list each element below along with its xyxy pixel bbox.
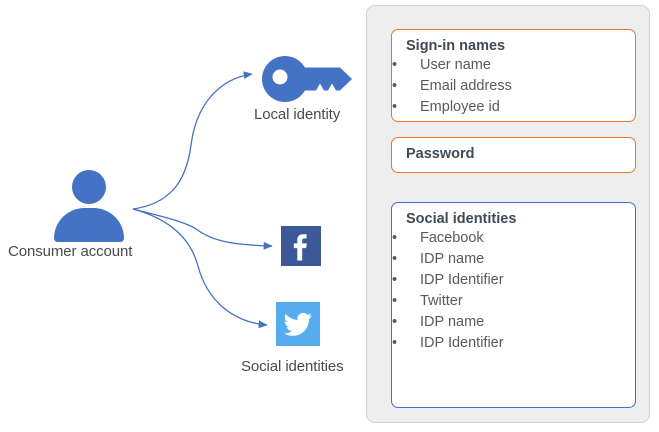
list-item-label: IDP Identifier <box>420 271 504 288</box>
key-icon-shape <box>262 56 352 102</box>
details-panel: Sign-in names • User name • Email addres… <box>366 5 650 423</box>
list-item: • Email address <box>392 76 635 97</box>
social-identities-box: Social identities • Facebook • IDP name … <box>391 202 636 408</box>
person-body-shape <box>54 208 124 242</box>
list-item: • Facebook <box>392 228 635 249</box>
diagram-canvas: Consumer account Local identity Social i… <box>8 56 358 375</box>
list-item: • IDP name <box>392 312 635 333</box>
twitter-bird-glyph <box>283 312 312 336</box>
bullet-icon: • <box>392 77 398 94</box>
list-item-label: IDP name <box>420 313 485 330</box>
list-item-label: Twitter <box>420 292 463 309</box>
social-identities-label: Social identities <box>241 358 344 375</box>
bullet-icon: • <box>392 292 398 309</box>
list-item: • Employee id <box>392 97 635 118</box>
facebook-icon <box>281 226 321 266</box>
consumer-account-label: Consumer account <box>8 243 133 260</box>
twitter-entry: • Twitter <box>392 291 635 312</box>
bullet-icon: • <box>392 250 398 267</box>
arrow-to-facebook <box>132 208 273 250</box>
sign-in-names-title: Sign-in names <box>406 38 506 54</box>
bullet-icon: • <box>392 229 398 246</box>
bullet-icon: • <box>392 334 398 351</box>
person-head-shape <box>72 170 106 204</box>
sign-in-names-list: • User name • Email address • Employee i… <box>392 55 635 118</box>
twitter-sublist: • IDP name • IDP Identifier <box>392 312 635 354</box>
person-icon <box>50 170 130 242</box>
bullet-icon: • <box>392 271 398 288</box>
facebook-sublist: • IDP name • IDP Identifier <box>392 249 635 291</box>
password-box: Password <box>391 137 636 173</box>
sign-in-names-box: Sign-in names • User name • Email addres… <box>391 29 636 122</box>
list-item-label: Facebook <box>420 229 484 246</box>
list-item: • IDP Identifier <box>392 270 635 291</box>
bullet-icon: • <box>392 56 398 73</box>
social-identities-title: Social identities <box>406 211 517 227</box>
arrow-to-twitter <box>132 208 268 329</box>
list-item-label: Email address <box>420 77 512 94</box>
local-identity-label: Local identity <box>254 106 341 123</box>
list-item-label: User name <box>420 56 491 73</box>
list-item: • IDP name <box>392 249 635 270</box>
twitter-icon <box>276 302 320 346</box>
list-item: • IDP Identifier <box>392 333 635 354</box>
password-title: Password <box>406 146 475 162</box>
list-item-label: IDP name <box>420 250 485 267</box>
key-icon <box>262 56 358 102</box>
list-item: • Twitter <box>392 291 635 312</box>
arrow-to-local-identity <box>132 71 253 210</box>
social-identities-list: • Facebook <box>392 228 635 249</box>
facebook-f-glyph <box>293 234 307 261</box>
list-item-label: Employee id <box>420 98 500 115</box>
list-item: • User name <box>392 55 635 76</box>
bullet-icon: • <box>392 98 398 115</box>
bullet-icon: • <box>392 313 398 330</box>
list-item-label: IDP Identifier <box>420 334 504 351</box>
